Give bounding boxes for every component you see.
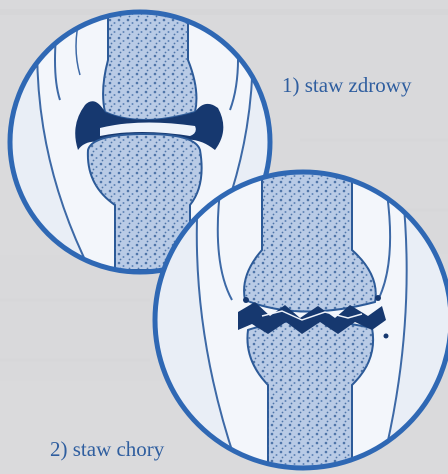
diseased-joint-diagram (155, 170, 448, 474)
diseased-joint-label: 2) staw chory (50, 437, 164, 462)
healthy-joint-label: 1) staw zdrowy (282, 73, 411, 98)
